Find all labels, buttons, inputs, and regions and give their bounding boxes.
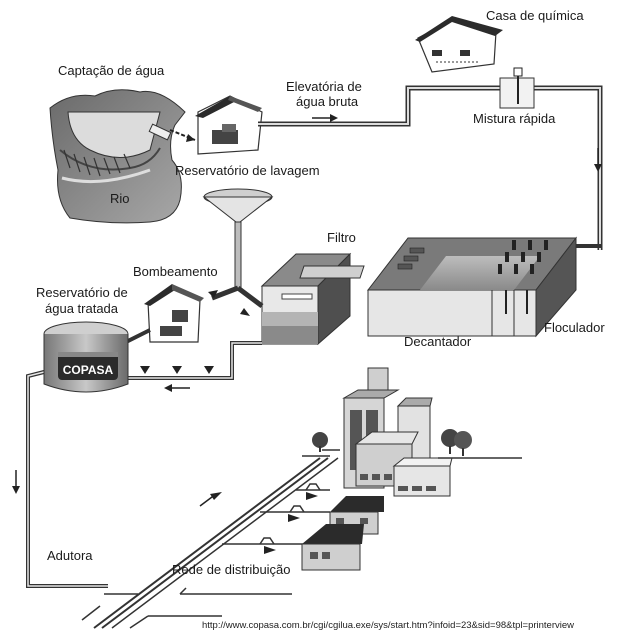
river-intake-illustration	[49, 89, 186, 224]
chemical-house	[415, 16, 503, 73]
distribution-mains	[81, 449, 340, 629]
label-reservatorio-tratada-line1: Reservatório de	[36, 285, 128, 300]
label-captacao: Captação de água	[58, 63, 165, 78]
chlorine-dosers	[140, 366, 214, 374]
label-elevatoria-line2: água bruta	[296, 94, 359, 109]
label-decantador: Decantador	[404, 334, 472, 349]
source-url: http://www.copasa.com.br/cgi/cgilua.exe/…	[202, 620, 575, 631]
flocculator-pipe	[576, 244, 602, 248]
rapid-mix-tank	[499, 67, 535, 109]
raw-water-pipe	[258, 85, 603, 250]
label-elevatoria-line1: Elevatória de	[286, 79, 362, 94]
raw-water-pump-house	[195, 95, 263, 155]
label-reservatorio-lavagem: Reservatório de lavagem	[175, 163, 320, 178]
flow-arrow-right	[312, 114, 338, 122]
label-casa-quimica: Casa de química	[486, 8, 584, 23]
label-mistura-rapida: Mistura rápida	[473, 111, 556, 126]
label-rio: Rio	[110, 191, 130, 206]
label-bombeamento: Bombeamento	[133, 264, 218, 279]
label-reservatorio-tratada-line2: água tratada	[45, 301, 119, 316]
intake-arrow	[169, 129, 196, 142]
label-rede-distribuicao: Rede de distribuição	[172, 562, 291, 577]
treated-water-tank: COPASA	[43, 321, 129, 393]
trees	[312, 429, 522, 459]
flow-arrow-down	[594, 148, 602, 172]
flow-arrow-bombeamento	[208, 290, 250, 316]
filter-tank	[260, 252, 365, 346]
treated-water-pipe	[26, 328, 262, 588]
label-filtro: Filtro	[327, 230, 356, 245]
decanter-flocculator-tank	[366, 236, 578, 338]
label-adutora: Adutora	[47, 548, 93, 563]
city-buildings	[301, 367, 453, 571]
distribution-flow-arrows	[199, 492, 318, 554]
flow-arrow-left	[164, 384, 190, 392]
label-floculador: Floculador	[544, 320, 605, 335]
flow-arrow-down-left	[12, 470, 20, 494]
pump-house	[144, 284, 204, 343]
tank-brand-label: COPASA	[63, 363, 114, 377]
washwater-funnel	[202, 188, 274, 308]
